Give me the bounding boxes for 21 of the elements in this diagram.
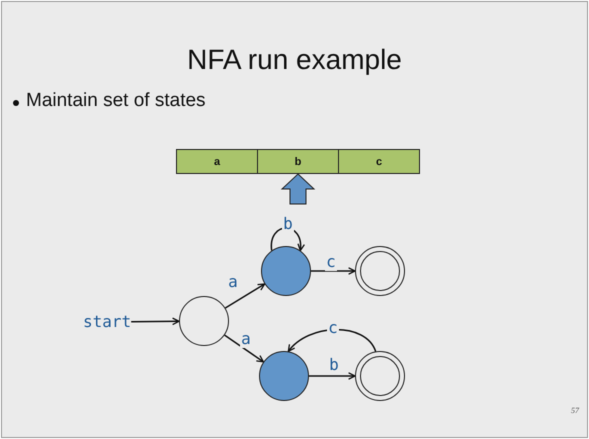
transition-arrow xyxy=(288,328,376,352)
transition-arrow xyxy=(309,372,356,380)
transition-arrow xyxy=(131,317,180,326)
state-circle xyxy=(261,246,311,296)
transition-arrow xyxy=(224,334,264,362)
tape-cell: a xyxy=(176,149,258,174)
start-label: start xyxy=(83,313,132,331)
slide-title: NFA run example xyxy=(186,44,403,76)
state-circle xyxy=(259,351,309,401)
pointer-arrow xyxy=(280,173,316,204)
tape-cell: b xyxy=(257,149,339,174)
edge-label: b xyxy=(282,215,294,233)
accepting-state-circle xyxy=(355,351,405,401)
transition-arrow xyxy=(311,267,356,275)
transition-arrow xyxy=(224,283,266,309)
accepting-state-circle xyxy=(355,246,405,296)
page-number: 57 xyxy=(571,406,579,415)
tape-cell: c xyxy=(338,149,420,174)
state-circle xyxy=(179,296,229,346)
transition-arrow xyxy=(270,227,304,252)
bullet-text: Maintain set of states xyxy=(26,90,206,112)
